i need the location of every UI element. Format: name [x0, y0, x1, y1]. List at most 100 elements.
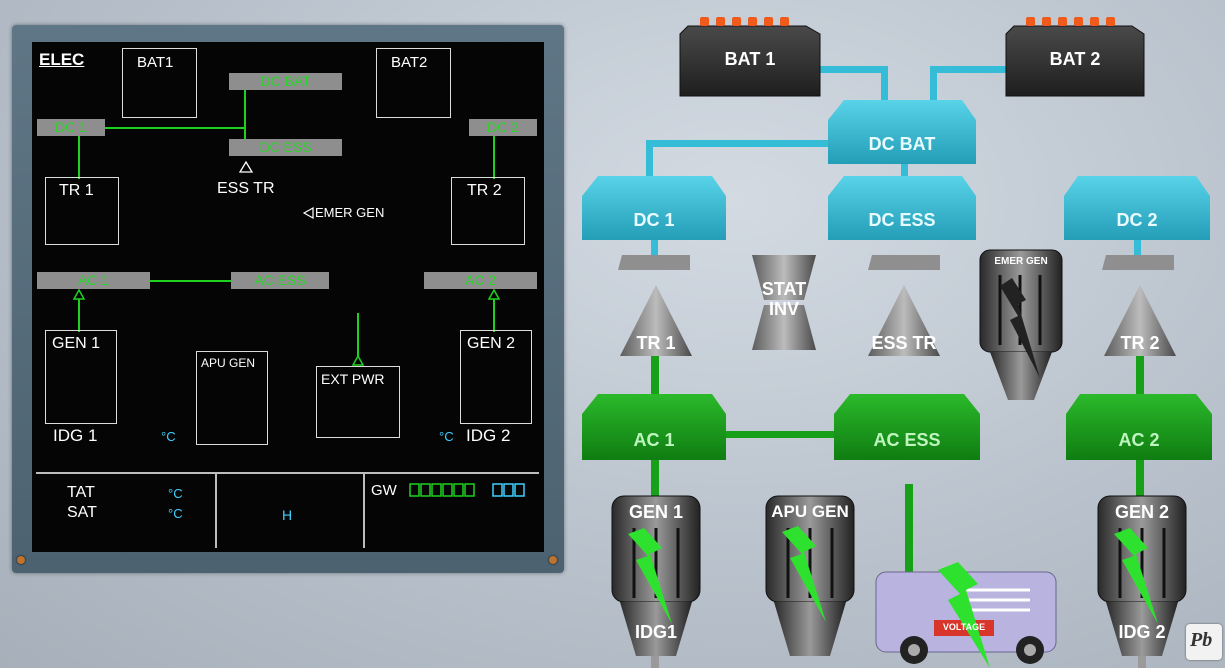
dc-wiring: [646, 66, 1141, 262]
tr1-label: TR 1: [636, 333, 676, 353]
apu-gen-box: APU GEN: [196, 351, 268, 445]
dc1-dcbat-line: [102, 127, 245, 129]
cart-voltage-label: VOLTAGE: [942, 622, 986, 632]
stat-inv-label-1: STAT: [761, 279, 807, 299]
stat-inv-unit: [752, 255, 816, 350]
tr2-box: TR 2: [451, 177, 525, 245]
ac2-gen2-line: [493, 290, 495, 332]
ecam-panel: ELEC BAT1 BAT2 DC BAT DC 1 DC 2 DC ESS E…: [12, 25, 564, 573]
ecam-dc2-bus: DC 2: [469, 119, 537, 136]
idg2-label: IDG 2: [1118, 622, 1166, 642]
gen2-arrow-icon: [488, 289, 500, 300]
dc-ess-bus: [828, 176, 976, 240]
ext-pwr-box: EXT PWR: [316, 366, 400, 438]
emer-gen-unit: [979, 249, 1063, 400]
battery-2: [1005, 17, 1145, 97]
ecam-screen: ELEC BAT1 BAT2 DC BAT DC 1 DC 2 DC ESS E…: [32, 42, 544, 552]
ecam-ext-pwr-label: EXT PWR: [321, 371, 385, 387]
bat2-label: BAT2: [391, 54, 428, 71]
ecam-ess-tr-label: ESS TR: [217, 180, 275, 197]
dc1-tr1-line: [78, 136, 80, 179]
ess-tr-unit: [868, 255, 940, 356]
ecam-dc-bat-bus: DC BAT: [229, 73, 342, 90]
ac1-label: AC 1: [633, 430, 675, 450]
bat1-label: BAT 1: [724, 49, 776, 69]
ecam-dc-ess-bus: DC ESS: [229, 139, 342, 156]
ecam-idg2-label: IDG 2: [466, 426, 511, 445]
gen1-label: GEN 1: [628, 502, 684, 522]
dc1-label: DC 1: [633, 210, 675, 230]
gen1-box: GEN 1: [45, 330, 117, 424]
tat-unit: °C: [168, 486, 183, 501]
tr1-box: TR 1: [45, 177, 119, 245]
ac-ess-bus: [834, 394, 980, 460]
tr1-unit: [618, 255, 692, 356]
ac2-bus: [1066, 394, 1212, 460]
ecam-emer-gen-label: EMER GEN: [315, 205, 385, 220]
ac1-acess-line: [150, 280, 232, 282]
idg1-temp-unit: °C: [161, 429, 176, 444]
tr2-unit: [1102, 255, 1176, 356]
dc2-label: DC 2: [1116, 210, 1158, 230]
gen1-arrow-icon: [73, 289, 85, 300]
dc2-bus: [1064, 176, 1210, 240]
dc-bat-label: DC BAT: [868, 134, 936, 154]
gen1-unit: [611, 495, 701, 668]
sat-unit: °C: [168, 506, 183, 521]
ecam-tr2-label: TR 2: [467, 182, 502, 199]
dc-ess-label: DC ESS: [868, 210, 936, 230]
bat1-label: BAT1: [137, 54, 174, 71]
ecam-tr1-label: TR 1: [59, 182, 94, 199]
panel-screw: [549, 556, 557, 564]
lower-divider-2: [363, 474, 365, 548]
ecam-ac2-bus: AC 2: [424, 272, 537, 289]
dcbat-dcess-line: [244, 90, 246, 144]
gw-digit-boxes: [409, 483, 475, 497]
sat-label: SAT: [67, 504, 97, 521]
idg2-temp-unit: °C: [439, 429, 454, 444]
bat2-box: BAT2: [376, 48, 451, 118]
ecam-gen2-label: GEN 2: [467, 335, 516, 352]
ac2-label: AC 2: [1118, 430, 1160, 450]
idg1-label: IDG1: [634, 622, 677, 642]
emer-gen-label: EMER GEN: [994, 256, 1048, 267]
gen2-box: GEN 2: [460, 330, 532, 424]
ecam-idg1-label: IDG 1: [53, 426, 98, 445]
extpwr-line: [357, 313, 359, 361]
bat2-label: BAT 2: [1049, 49, 1101, 69]
gw-label: GW: [371, 482, 397, 499]
ess-tr-label: ESS TR: [871, 333, 937, 353]
gen2-label: GEN 2: [1114, 502, 1170, 522]
ess-tr-triangle-icon: [239, 161, 253, 173]
ecam-dc1-bus: DC 1: [37, 119, 105, 136]
bat1-box: BAT1: [122, 48, 197, 118]
tr2-label: TR 2: [1120, 333, 1160, 353]
watermark-text: Pb: [1190, 629, 1213, 651]
ecam-ac1-bus: AC 1: [37, 272, 150, 289]
ac-ess-label: AC ESS: [873, 430, 941, 450]
ac1-gen1-line: [78, 290, 80, 332]
apu-gen-unit: [765, 495, 855, 656]
watermark-logo: Pb: [1186, 624, 1222, 660]
emer-gen-arrow-icon: [303, 207, 314, 219]
ground-power-cart: [875, 562, 1057, 668]
ecam-ac-ess-bus: AC ESS: [231, 272, 329, 289]
apu-gen-label: APU GEN: [771, 502, 849, 521]
battery-1: [679, 17, 821, 97]
dc1-bus: [582, 176, 726, 240]
tat-label: TAT: [67, 484, 95, 501]
ext-pwr-arrow-icon: [352, 355, 364, 366]
lower-divider-1: [215, 474, 217, 548]
ac-wiring: [651, 356, 1144, 576]
page-title: ELEC: [39, 50, 85, 69]
stat-inv-label-2: INV: [768, 299, 799, 319]
cg-digit-boxes: [492, 483, 525, 497]
dc2-tr2-line: [493, 136, 495, 179]
dc-bat-bus: [828, 100, 976, 164]
gen2-unit: [1097, 495, 1187, 668]
ecam-gen1-label: GEN 1: [52, 335, 101, 352]
h-indicator: H: [282, 507, 293, 523]
lower-separator: [36, 472, 539, 474]
ac1-bus: [582, 394, 726, 460]
